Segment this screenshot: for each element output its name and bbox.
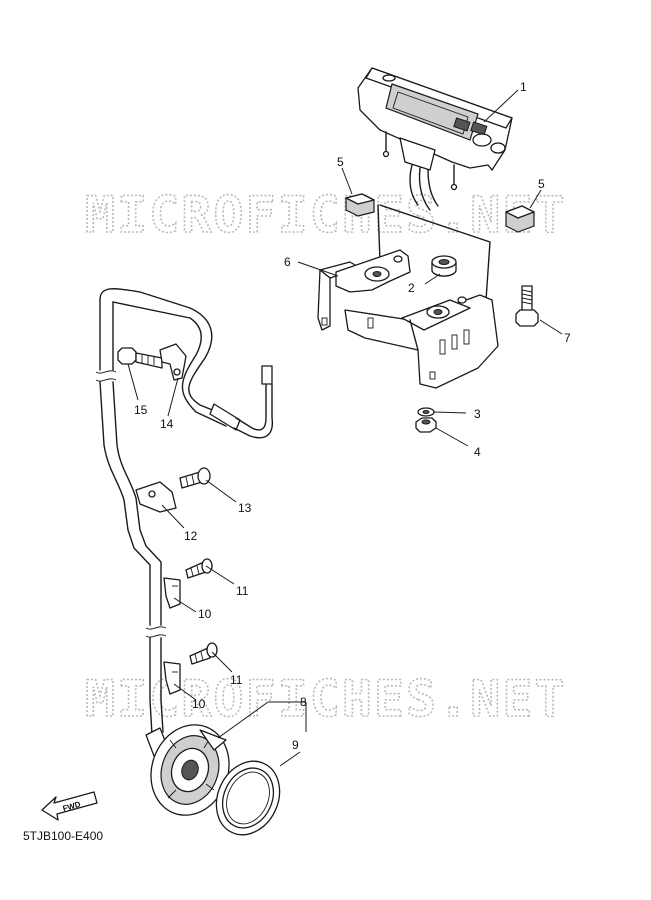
watermark-top: MICROFICHES.NET (85, 186, 567, 244)
speedometer-cable (95, 288, 274, 757)
rubber-pad-left (345, 193, 375, 217)
callout-8: 8 (300, 695, 307, 709)
washer-part-3 (417, 407, 435, 417)
bolt-part-7 (515, 285, 539, 327)
fwd-arrow-icon: FWD (41, 791, 98, 821)
callout-11-upper: 11 (236, 584, 249, 598)
clamp-part-14 (159, 343, 187, 381)
callout-7: 7 (564, 331, 571, 345)
rubber-pad-right (505, 205, 535, 233)
bolt-part-15 (117, 347, 163, 369)
grommet (431, 255, 457, 277)
clamp-part-10-upper (163, 577, 181, 609)
diagram-code: 5TJB100-E400 (23, 829, 103, 843)
callout-12: 12 (184, 529, 198, 543)
speedometer-gear-unit (150, 724, 230, 816)
screw-part-13 (179, 467, 211, 489)
callout-9: 9 (292, 738, 299, 752)
callout-14: 14 (160, 417, 174, 431)
meter-assembly (357, 67, 513, 211)
watermark-bottom: MICROFICHES.NET (85, 670, 567, 728)
callout-numbers: 1 2 3 4 5 5 6 7 8 9 10 10 11 11 12 13 14… (134, 80, 571, 752)
nut-part-4 (415, 417, 437, 433)
callout-15: 15 (134, 403, 148, 417)
screw-part-11-upper (185, 558, 213, 579)
leader-lines (127, 89, 563, 767)
callout-3: 3 (474, 407, 481, 421)
callout-5-right: 5 (538, 177, 545, 191)
callout-2: 2 (408, 281, 415, 295)
cable-guide-part-12 (135, 481, 177, 513)
seal-ring-part-9 (215, 760, 281, 836)
callout-10-lower: 10 (192, 697, 206, 711)
screw-part-11-lower (189, 642, 218, 665)
callout-13: 13 (238, 501, 252, 515)
callout-4: 4 (474, 445, 481, 459)
callout-6: 6 (284, 255, 291, 269)
callout-1: 1 (520, 80, 527, 94)
meter-bracket (317, 204, 499, 389)
callout-5-left: 5 (337, 155, 344, 169)
callout-10-upper: 10 (198, 607, 212, 621)
callout-11-lower: 11 (230, 673, 243, 687)
